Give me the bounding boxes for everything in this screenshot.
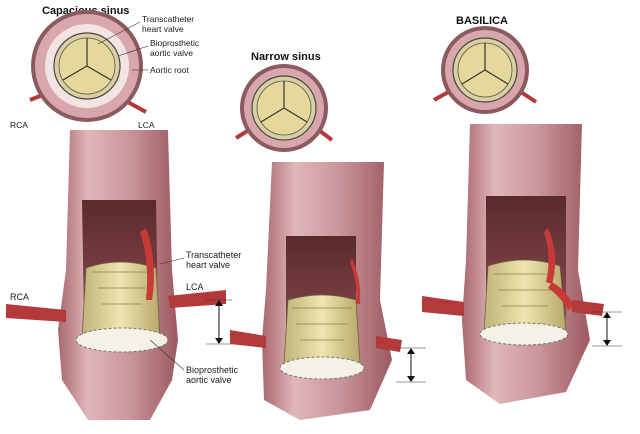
- valve-stent-struts: [292, 307, 352, 341]
- rca-vessel-side: [230, 330, 266, 348]
- panel-capacious-sinus: Capacious sinus Transcatheter heart valv…: [6, 5, 241, 420]
- leaflet-coaptation: [461, 43, 509, 85]
- label-bav-side-line1: Bioprosthetic: [186, 365, 239, 375]
- long-axis-view: [422, 124, 604, 404]
- valve-stent-struts: [494, 273, 556, 307]
- label-bav-side-line2: aortic valve: [186, 375, 232, 385]
- panel-narrow-sinus: Narrow sinus: [230, 51, 426, 420]
- panel-title: Narrow sinus: [251, 51, 321, 63]
- top-cross-section: [234, 64, 334, 152]
- label-thv-line2: heart valve: [142, 24, 184, 34]
- label-lca-side: LCA: [186, 282, 204, 292]
- height-arrow: [396, 347, 426, 383]
- panel-title: BASILICA: [456, 15, 508, 27]
- lca-vessel-side: [376, 336, 402, 352]
- native-leaflet: [350, 258, 361, 304]
- panel-basilica: BASILICA: [422, 15, 622, 404]
- long-axis-view: [6, 130, 226, 420]
- top-cross-section: [433, 26, 538, 114]
- label-thv-side-line1: Transcatheter: [186, 250, 241, 260]
- label-rca-top: RCA: [10, 120, 28, 130]
- native-leaflet: [140, 228, 154, 300]
- top-cross-section: [29, 10, 147, 122]
- label-aortic-root: Aortic root: [150, 65, 189, 75]
- label-bav-line2: aortic valve: [150, 48, 193, 58]
- height-arrow: [592, 311, 622, 347]
- label-bav-line1: Bioprosthetic: [150, 38, 200, 48]
- bioprosthetic-sewing-ring: [75, 327, 169, 353]
- bioprosthetic-sewing-ring: [479, 322, 569, 346]
- lacerated-leaflet-right: [548, 282, 574, 310]
- label-thv-side-line2: heart valve: [186, 260, 230, 270]
- leaflet-coaptation: [62, 38, 112, 81]
- long-axis-view: [230, 162, 402, 420]
- valve-stent-struts: [92, 271, 150, 305]
- label-thv-line1: Transcatheter: [142, 14, 194, 24]
- rca-vessel-side: [422, 296, 464, 316]
- lacerated-leaflet-left: [544, 228, 556, 284]
- label-rca-side: RCA: [10, 292, 29, 302]
- bioprosthetic-sewing-ring: [279, 356, 365, 380]
- rca-vessel-side: [6, 304, 66, 322]
- height-arrow: [206, 299, 232, 345]
- label-lca-top: LCA: [138, 120, 155, 130]
- lca-vessel-side: [168, 290, 226, 308]
- leaflet-coaptation: [260, 81, 308, 123]
